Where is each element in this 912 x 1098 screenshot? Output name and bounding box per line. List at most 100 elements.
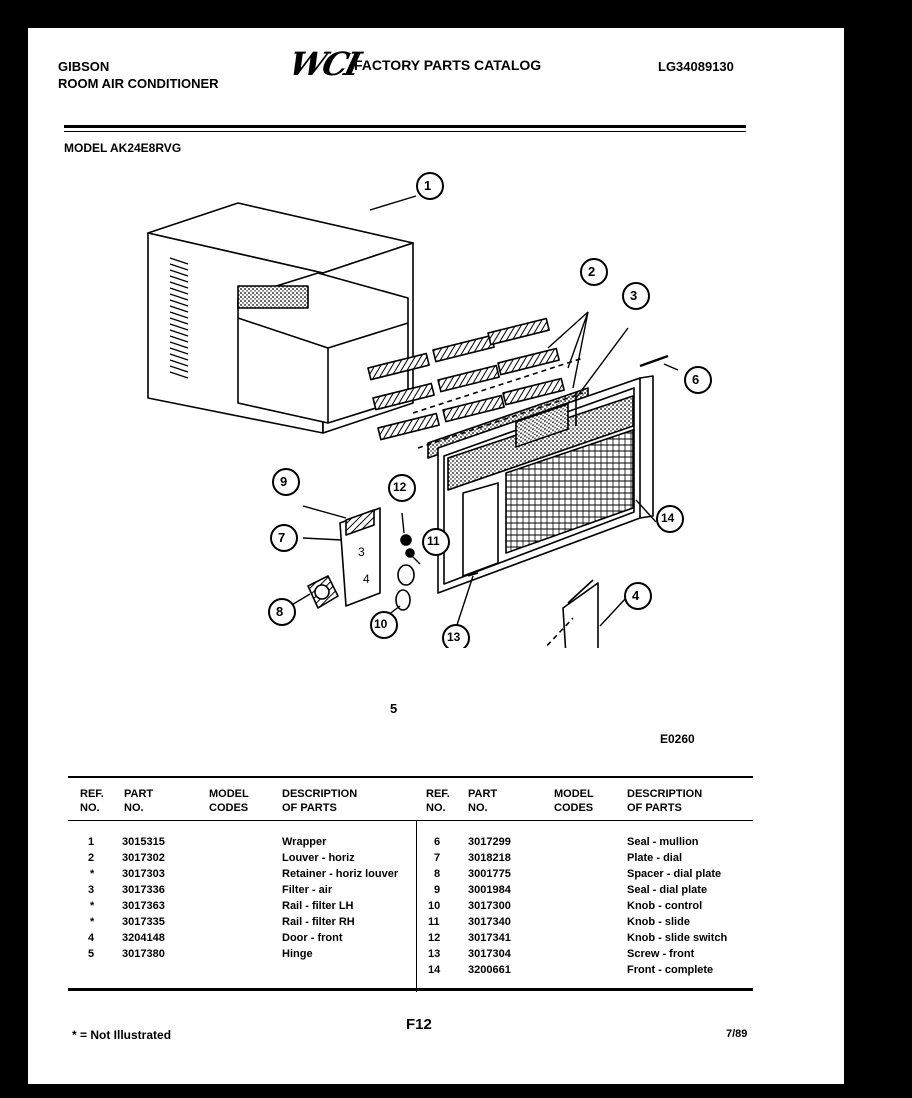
catalog-page: GIBSON ROOM AIR CONDITIONER WCI FACTORY … xyxy=(28,28,844,1084)
callout-1: 1 xyxy=(424,178,432,193)
spacer-part-8 xyxy=(307,575,339,609)
left-ref: 3 xyxy=(88,884,95,896)
right-desc: Spacer - dial plate xyxy=(627,868,722,880)
door-part-4 xyxy=(562,579,599,648)
left-part-header-2: NO. xyxy=(124,802,144,814)
knob-slide-switch-part-12 xyxy=(400,534,412,546)
left-desc: Retainer - horiz louver xyxy=(282,868,399,880)
right-ref: 12 xyxy=(428,932,441,944)
callout-2: 2 xyxy=(588,264,596,279)
brand-name: GIBSON xyxy=(58,59,110,74)
left-desc-header-1: DESCRIPTION xyxy=(282,788,358,800)
left-ref: 2 xyxy=(88,852,95,864)
right-part: 3017341 xyxy=(468,932,511,944)
right-desc: Knob - slide xyxy=(627,916,690,928)
svg-text:3: 3 xyxy=(358,545,365,559)
dial-plate-part-7: 3 4 xyxy=(339,507,381,607)
front-part-14 xyxy=(437,375,654,594)
right-part: 3001775 xyxy=(468,868,511,880)
left-desc-header-2: OF PARTS xyxy=(282,802,337,814)
catalog-number: LG34089130 xyxy=(658,59,734,74)
left-desc: Rail - filter RH xyxy=(282,916,355,928)
left-part: 3015315 xyxy=(122,836,165,848)
catalog-title: FACTORY PARTS CATALOG xyxy=(354,57,542,73)
product-name: ROOM AIR CONDITIONER xyxy=(58,76,219,91)
knob-slide-part-11 xyxy=(405,548,415,558)
svg-text:4: 4 xyxy=(363,572,370,586)
callout-12: 12 xyxy=(393,480,407,494)
right-ref: 13 xyxy=(428,948,441,960)
right-ref: 10 xyxy=(428,900,441,912)
right-ref-header-2: NO. xyxy=(426,802,446,814)
right-model-header-1: MODEL xyxy=(554,788,594,800)
left-desc: Door - front xyxy=(282,932,343,944)
model-line: MODEL AK24E8RVG xyxy=(64,141,182,155)
callout-3: 3 xyxy=(630,288,638,303)
not-illustrated-note: * = Not Illustrated xyxy=(72,1028,172,1042)
exploded-parts-diagram: 3 4 xyxy=(147,172,712,648)
right-part: 3200661 xyxy=(468,964,511,976)
right-desc-header-2: OF PARTS xyxy=(627,802,682,814)
left-desc: Rail - filter LH xyxy=(282,900,354,912)
left-part: 3017335 xyxy=(122,916,165,928)
callout-11: 11 xyxy=(427,534,440,548)
left-desc: Louver - horiz xyxy=(282,852,355,864)
left-part: 3017303 xyxy=(122,868,165,880)
left-desc: Hinge xyxy=(282,948,313,960)
right-desc-header-1: DESCRIPTION xyxy=(627,788,703,800)
right-desc: Seal - dial plate xyxy=(627,884,708,896)
right-ref: 6 xyxy=(434,836,441,848)
left-part: 3204148 xyxy=(122,932,165,944)
seal-mullion-part-6 xyxy=(639,354,669,368)
right-desc: Knob - slide switch xyxy=(627,932,728,944)
right-model-header-2: CODES xyxy=(554,802,594,814)
right-desc: Knob - control xyxy=(627,900,703,912)
right-ref: 14 xyxy=(428,964,441,976)
screw-part-13 xyxy=(467,572,479,577)
callout-7: 7 xyxy=(278,530,286,545)
table-top-rule xyxy=(68,776,753,778)
callout-6: 6 xyxy=(692,372,700,387)
page-number: F12 xyxy=(406,1016,432,1033)
left-part-header-1: PART xyxy=(124,788,154,800)
callout-14: 14 xyxy=(661,511,675,525)
header-rule-thin xyxy=(64,131,746,132)
right-part: 3001984 xyxy=(468,884,511,896)
table-header-rule xyxy=(68,820,753,821)
table-column-divider xyxy=(416,820,417,992)
left-part: 3017302 xyxy=(122,852,165,864)
right-part: 3017340 xyxy=(468,916,511,928)
callout-9: 9 xyxy=(280,474,288,489)
left-ref-header-1: REF. xyxy=(80,788,104,800)
header-rule-thick xyxy=(64,125,746,128)
right-part: 3017304 xyxy=(468,948,511,960)
callout-4: 4 xyxy=(632,588,640,603)
left-ref: 5 xyxy=(88,948,95,960)
right-part-header-1: PART xyxy=(468,788,498,800)
right-ref: 9 xyxy=(434,884,441,896)
left-ref: 1 xyxy=(88,836,95,848)
right-part: 3017300 xyxy=(468,900,511,912)
left-ref: * xyxy=(90,868,95,880)
left-ref: * xyxy=(90,900,95,912)
wrapper-part-1 xyxy=(147,202,414,434)
left-ref-header-2: NO. xyxy=(80,802,100,814)
left-model-header-1: MODEL xyxy=(209,788,249,800)
left-part: 3017363 xyxy=(122,900,165,912)
right-part: 3017299 xyxy=(468,836,511,848)
callout-13: 13 xyxy=(447,630,461,644)
callout-8: 8 xyxy=(276,604,284,619)
right-desc: Front - complete xyxy=(627,964,714,976)
callout-10: 10 xyxy=(374,617,388,631)
right-part-header-2: NO. xyxy=(468,802,488,814)
left-ref: 4 xyxy=(88,932,95,944)
left-model-header-2: CODES xyxy=(209,802,249,814)
right-ref: 7 xyxy=(434,852,441,864)
table-bottom-rule xyxy=(68,988,753,991)
diagram-code: E0260 xyxy=(660,732,695,746)
right-ref-header-1: REF. xyxy=(426,788,450,800)
left-desc: Wrapper xyxy=(282,836,327,848)
right-desc: Screw - front xyxy=(627,948,695,960)
left-part: 3017380 xyxy=(122,948,165,960)
right-desc: Seal - mullion xyxy=(627,836,699,848)
